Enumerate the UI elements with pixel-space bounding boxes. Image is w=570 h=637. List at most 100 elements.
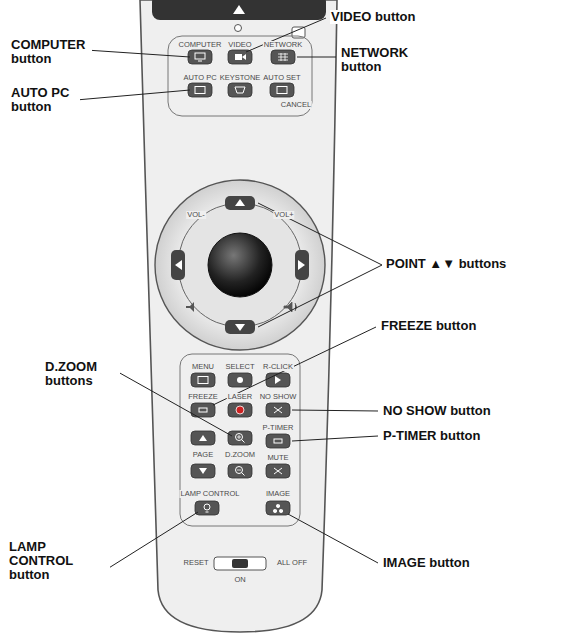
button-cap — [228, 373, 252, 387]
button-cap — [228, 464, 252, 478]
button-icon — [204, 504, 210, 510]
callout-label: VIDEO button — [330, 10, 417, 24]
button-cap — [266, 501, 290, 515]
button-cap — [195, 501, 219, 515]
button-icon — [275, 376, 281, 384]
up-arrow — [235, 199, 245, 206]
indicator-lamp — [235, 25, 242, 32]
page-down-button — [191, 464, 215, 478]
callout-label: IMAGE button — [382, 556, 471, 570]
leader-line — [288, 514, 378, 563]
button-cap — [270, 83, 294, 97]
auto-set-button — [270, 83, 294, 97]
leader-line — [246, 18, 326, 52]
button-cap — [228, 431, 252, 445]
button-legend: VIDEO — [227, 41, 252, 49]
d-zoom-in-button — [228, 431, 252, 445]
leader-line — [292, 410, 378, 411]
left-arrow — [175, 260, 182, 270]
auto-pc-button — [188, 83, 212, 97]
button-legend: LAMP CONTROL — [179, 490, 240, 498]
button-legend: AUTO PC — [182, 74, 217, 82]
button-cap — [228, 83, 252, 97]
button-icon — [274, 468, 282, 474]
no-show-button — [266, 403, 290, 417]
network-button — [271, 50, 295, 64]
button-legend: COMPUTER — [178, 41, 223, 49]
button-icon — [274, 505, 282, 512]
button-cap — [266, 403, 290, 417]
image-button — [266, 501, 290, 515]
button-legend: NO SHOW — [259, 393, 298, 401]
button-legend: KEYSTONE — [219, 74, 262, 82]
button-legend: SELECT — [224, 363, 255, 371]
down-arrow — [235, 324, 245, 331]
leader-line — [213, 327, 376, 405]
point-pad-ring — [155, 180, 325, 350]
button-icon — [195, 53, 205, 59]
p-timer-button — [266, 434, 290, 448]
button-legend: RESET — [182, 559, 209, 567]
leader-line — [76, 90, 190, 100]
callout-label: LAMP CONTROL button — [8, 540, 110, 582]
button-icon — [277, 87, 287, 94]
callout-label: NETWORK button — [340, 46, 422, 74]
reset-switch-knob — [232, 559, 248, 568]
button-icon — [237, 377, 243, 383]
button-legend: P-TIMER — [262, 424, 295, 432]
lower-button-panel — [180, 354, 300, 526]
reset-switch — [214, 557, 266, 570]
button-icon — [235, 54, 242, 60]
speaker-icon-left — [186, 302, 194, 312]
leader-line — [118, 372, 232, 436]
button-icon — [235, 87, 245, 93]
right-arrow — [298, 260, 305, 270]
button-legend: IMAGE — [265, 490, 291, 498]
button-cap — [188, 83, 212, 97]
callout-label: AUTO PC button — [10, 86, 80, 114]
button-icon — [199, 468, 207, 474]
button-cap — [228, 403, 252, 417]
button-icon — [236, 434, 243, 441]
laser-button — [228, 403, 252, 417]
point-right-button — [295, 250, 309, 280]
callout-label: D.ZOOM buttons — [44, 360, 120, 388]
computer-button — [188, 50, 212, 64]
button-icon — [237, 470, 241, 471]
point-ball — [208, 233, 272, 297]
button-cap — [191, 431, 215, 445]
button-legend: NETWORK — [263, 41, 303, 49]
point-up-button — [225, 196, 255, 210]
button-icon — [199, 435, 207, 441]
mute-button — [266, 464, 290, 478]
d-zoom-out-button — [228, 464, 252, 478]
button-icon — [198, 61, 202, 62]
menu-button — [191, 373, 215, 387]
button-cap — [266, 434, 290, 448]
button-icon — [236, 406, 244, 414]
window-arrow — [233, 5, 245, 14]
leader-line — [258, 265, 382, 327]
button-legend: ON — [233, 576, 246, 584]
button-icon — [206, 512, 209, 513]
button-cap — [266, 464, 290, 478]
callout-label: NO SHOW button — [382, 404, 492, 418]
button-legend: FREEZE — [187, 393, 219, 401]
button-icon — [195, 87, 205, 94]
button-icon — [274, 407, 282, 413]
leader-line — [297, 57, 336, 58]
button-icon — [242, 440, 245, 443]
button-legend: ALL OFF — [276, 559, 308, 567]
top-button-panel — [168, 36, 312, 116]
button-icon — [237, 435, 241, 439]
leader-line — [86, 50, 190, 57]
button-icon — [242, 473, 245, 476]
button-legend: MENU — [191, 363, 215, 371]
button-cap — [191, 373, 215, 387]
infrared-window — [152, 0, 326, 20]
keystone-button — [228, 83, 252, 97]
button-cap — [271, 50, 295, 64]
button-icon — [236, 467, 243, 474]
button-legend: VOL- — [186, 211, 206, 219]
